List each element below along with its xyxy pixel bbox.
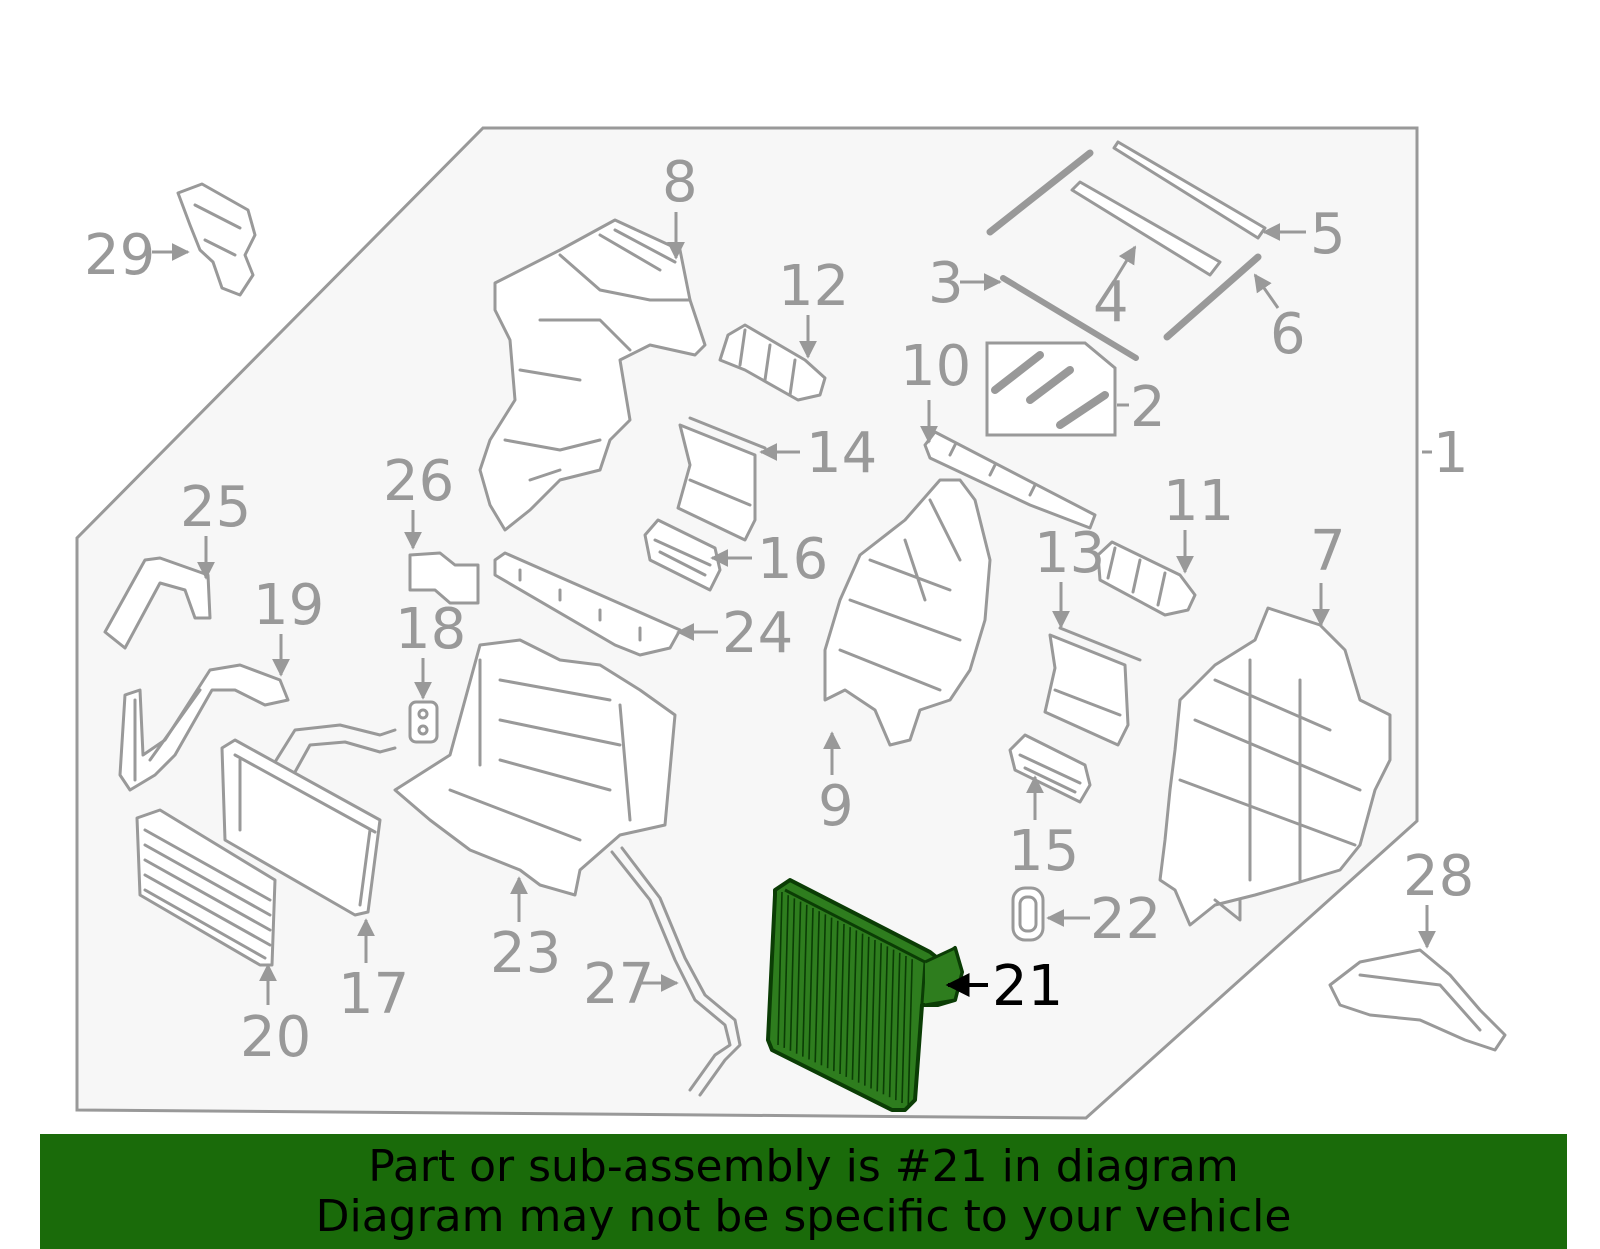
banner-line-1: Part or sub-assembly is #21 in diagram: [368, 1140, 1239, 1192]
evaporator-fin: [789, 898, 796, 1051]
part-29-bracket: [176, 182, 257, 297]
part-18-clip: [408, 700, 439, 744]
part-7-right-housing: [1158, 606, 1392, 927]
callout-17: 17: [338, 962, 409, 1027]
callout-26: 26: [383, 449, 454, 514]
callout-22: 22: [1090, 887, 1161, 952]
callout-8: 8: [662, 150, 698, 215]
callout-4: 4: [1093, 270, 1129, 335]
evaporator-fin: [845, 927, 851, 1077]
evaporator-fin: [895, 952, 901, 1101]
part-22-grommet: [1011, 886, 1045, 942]
part-14-door: [676, 416, 767, 542]
callout-14: 14: [806, 421, 877, 486]
part-26-seal: [408, 551, 480, 605]
callout-1: 1: [1433, 421, 1469, 486]
callout-29: 29: [84, 223, 155, 288]
evaporator-fin: [882, 946, 889, 1095]
evaporator-fin: [814, 911, 820, 1063]
evaporator-fin: [777, 891, 783, 1046]
part-2-seal-kit: [985, 341, 1117, 437]
part-11-door: [1096, 540, 1197, 617]
callout-11: 11: [1163, 469, 1234, 534]
evaporator-fin: [795, 901, 802, 1054]
callout-18: 18: [395, 597, 466, 662]
evaporator-fin: [833, 920, 839, 1072]
evaporator-fin: [851, 930, 858, 1080]
evaporator-fin: [802, 904, 808, 1057]
callout-9: 9: [818, 774, 854, 839]
evaporator-fin: [783, 895, 789, 1048]
callout-28: 28: [1403, 844, 1474, 909]
evaporator-fin: [826, 917, 833, 1069]
evaporator-fin: [857, 933, 864, 1083]
part-12-door: [718, 323, 827, 402]
part-3-seal: [1000, 275, 1139, 361]
evaporator-fin: [907, 959, 913, 1106]
callout-10: 10: [900, 334, 971, 399]
part-17-heater-core: [220, 723, 397, 917]
part-15-door: [1008, 733, 1092, 804]
callout-6: 6: [1270, 302, 1306, 367]
callout-19: 19: [253, 573, 324, 638]
part-21-evaporator: [766, 878, 964, 1112]
info-banner: Part or sub-assembly is #21 in diagram D…: [40, 1134, 1567, 1249]
evaporator-fin: [839, 923, 845, 1075]
callout-12: 12: [778, 254, 849, 319]
callout-21: 21: [992, 954, 1063, 1019]
part-20-filter: [135, 808, 277, 967]
evaporator-fin: [820, 914, 827, 1066]
callout-20: 20: [240, 1005, 311, 1070]
part-25-duct: [103, 556, 212, 650]
evaporator-fin: [864, 936, 870, 1086]
callout-25: 25: [180, 475, 251, 540]
evaporator-fin: [901, 955, 907, 1104]
part-6-seal: [1163, 253, 1262, 341]
evaporator-fin: [876, 943, 882, 1092]
callout-23: 23: [490, 921, 561, 986]
evaporator-fin: [888, 949, 895, 1098]
callout-13: 13: [1034, 521, 1105, 586]
part-4-seal: [1070, 180, 1222, 277]
callout-16: 16: [757, 527, 828, 592]
callout-2: 2: [1130, 375, 1166, 440]
evaporator-fin: [808, 907, 814, 1060]
part-16-door: [643, 518, 722, 592]
part-13-door: [1043, 626, 1142, 747]
part-27-drain-hose: [610, 846, 742, 1097]
part-9-center-housing: [823, 478, 992, 747]
evaporator-fins: [777, 891, 913, 1106]
callout-3: 3: [928, 251, 964, 316]
leader-lines: [152, 212, 1436, 1005]
callout-15: 15: [1008, 819, 1079, 884]
part-8-upper-housing: [478, 218, 707, 532]
part-23-lower-case: [393, 638, 677, 897]
part-24-duct: [493, 551, 682, 657]
banner-line-2: Diagram may not be specific to your vehi…: [315, 1190, 1292, 1242]
part-28-duct: [1328, 948, 1507, 1052]
part-19-pipes: [118, 663, 290, 792]
callout-5: 5: [1310, 202, 1346, 267]
callout-24: 24: [722, 601, 793, 666]
callout-7: 7: [1310, 519, 1346, 584]
evaporator-fin: [870, 939, 876, 1089]
callout-27: 27: [583, 952, 654, 1017]
